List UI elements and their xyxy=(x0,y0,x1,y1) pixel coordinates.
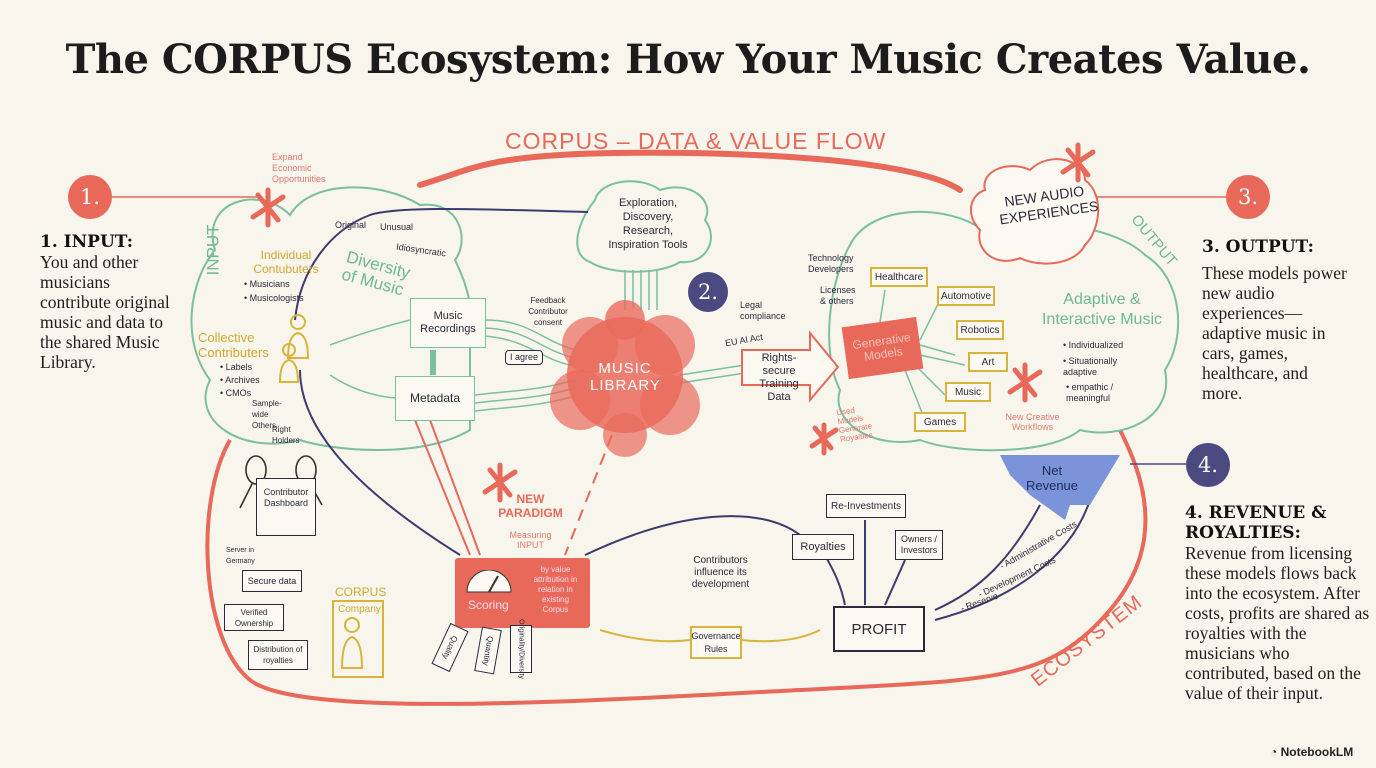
exploration-cloud xyxy=(576,180,712,273)
contributors-influence: Contributors influence its development xyxy=(691,555,750,590)
step-4-badge: 4. xyxy=(1186,443,1230,487)
new-audio-cloud xyxy=(970,158,1100,265)
contributor-people-icon xyxy=(278,314,364,669)
metadata-box[interactable]: Metadata xyxy=(395,376,475,421)
collective-item: • Archives xyxy=(220,375,260,385)
page-title: The CORPUS Ecosystem: How Your Music Cre… xyxy=(65,36,1311,83)
music-library-blob xyxy=(550,300,700,457)
scoring-label: Scoring xyxy=(468,598,509,612)
ecosystem-loop xyxy=(205,429,1148,706)
individual-title: Individual Contubuters xyxy=(253,248,319,276)
feature-item: • empathic / meaningful xyxy=(1066,382,1114,403)
new-paradigm: NEW PARADIGM xyxy=(498,492,563,520)
collective-item: • CMOs xyxy=(220,388,252,398)
secure-data-box: Secure data xyxy=(242,570,302,592)
measuring-input: Measuring INPUT xyxy=(509,530,552,550)
step-4-body: Revenue from licensing these models flow… xyxy=(1185,543,1370,703)
profit-box[interactable]: PROFIT xyxy=(833,606,925,652)
music-library-label: MUSIC LIBRARY xyxy=(590,360,661,394)
legal-compliance: Legal compliance xyxy=(740,300,786,321)
tech-developers: Technology Developers xyxy=(808,253,854,274)
gauge-icon xyxy=(466,570,512,593)
net-revenue-arrow xyxy=(1000,455,1120,520)
input-label: INPUT xyxy=(203,224,223,276)
verified-ownership-box: Verified Ownership xyxy=(224,604,284,631)
music-recordings-box[interactable]: Music Recordings xyxy=(410,298,486,348)
training-arrow xyxy=(741,330,840,403)
used-models-note: Used Models Generate Royalties xyxy=(835,405,874,444)
generative-models-box[interactable]: Generative Models xyxy=(841,317,924,379)
creative-workflows: New Creative Workflows xyxy=(1005,412,1060,432)
corpus-label: CORPUS xyxy=(335,585,387,599)
agree-bubble[interactable]: I agree xyxy=(505,350,543,365)
individual-item: • Musicologists xyxy=(244,293,304,303)
sector-healthcare[interactable]: Healthcare xyxy=(870,267,928,287)
step-3-badge: 3. xyxy=(1226,175,1270,219)
collective-title: Collective Contributers xyxy=(198,330,269,360)
flow-label: CORPUS – DATA & VALUE FLOW xyxy=(505,128,887,154)
step-2-badge: 2. xyxy=(688,272,728,312)
brand-logo: ◔ NotebookLM xyxy=(1270,745,1353,759)
step-3-body: These models power new audio experiences… xyxy=(1202,263,1347,403)
royalties-box[interactable]: Royalties xyxy=(792,534,854,560)
step-4-heading: 4. REVENUE & ROYALTIES: xyxy=(1185,503,1327,543)
corpus-company-box xyxy=(332,600,384,678)
company-label: Company xyxy=(338,604,381,615)
scoring-panel xyxy=(455,558,590,628)
sector-music[interactable]: Music xyxy=(945,382,991,402)
server-location: Server in Germany xyxy=(226,547,255,565)
training-data-label: Rights-secure Training Data xyxy=(759,352,799,403)
step-1-heading: 1. INPUT: xyxy=(40,232,134,252)
notebooklm-icon: ◔ xyxy=(1270,745,1281,759)
feature-item: • Situationally adaptive xyxy=(1063,356,1118,377)
right-holders: Right Holders xyxy=(272,425,300,445)
reinvestments-box[interactable]: Re-Investments xyxy=(826,494,906,518)
licenses-others: Licenses & others xyxy=(820,285,856,306)
step-1-badge: 1. xyxy=(68,175,112,219)
step-1-body: You and other musicians contribute origi… xyxy=(40,252,170,372)
net-revenue-label: Net Revenue xyxy=(1025,463,1079,493)
consent-note: Feedback Contributor consent xyxy=(528,296,568,327)
individual-item: • Musicians xyxy=(244,279,290,289)
quality-original: Original xyxy=(335,220,367,230)
adaptive-music-title: Adaptive & Interactive Music xyxy=(1041,291,1163,328)
expand-opportunities: Expand Economic Opportunities xyxy=(272,152,326,184)
sector-automotive[interactable]: Automotive xyxy=(937,286,995,306)
governance-rules-box[interactable]: Governance Rules xyxy=(690,626,742,659)
step-3-heading: 3. OUTPUT: xyxy=(1202,237,1314,257)
step-1-text: 1. INPUT:You and other musicians contrib… xyxy=(40,232,175,372)
sector-robotics[interactable]: Robotics xyxy=(956,320,1004,340)
distribution-royalties-box: Distribution of royalties xyxy=(248,640,308,670)
step-4-text: 4. REVENUE & ROYALTIES:Revenue from lice… xyxy=(1185,503,1375,703)
sample-others: Sample-wide Others xyxy=(252,399,282,430)
exploration-tools: Exploration, Discovery, Research, Inspir… xyxy=(608,197,688,251)
tag-originality: Originality/Diversity xyxy=(510,619,532,679)
contributor-dashboard[interactable]: Contributor Dashboard xyxy=(256,478,316,536)
owners-investors-box[interactable]: Owners / Investors xyxy=(895,530,943,560)
feature-item: • Individualized xyxy=(1063,340,1124,350)
step-3-text: 3. OUTPUT: These models power new audio e… xyxy=(1202,237,1352,403)
sector-games[interactable]: Games xyxy=(914,412,966,432)
quality-unusual: Unusual xyxy=(380,222,414,232)
scoring-description: by value attribution in relation in exis… xyxy=(533,565,578,614)
sector-art[interactable]: Art xyxy=(968,352,1008,372)
brand-name: NotebookLM xyxy=(1280,745,1354,759)
flow-line xyxy=(417,149,963,193)
collective-item: • Labels xyxy=(220,362,253,372)
